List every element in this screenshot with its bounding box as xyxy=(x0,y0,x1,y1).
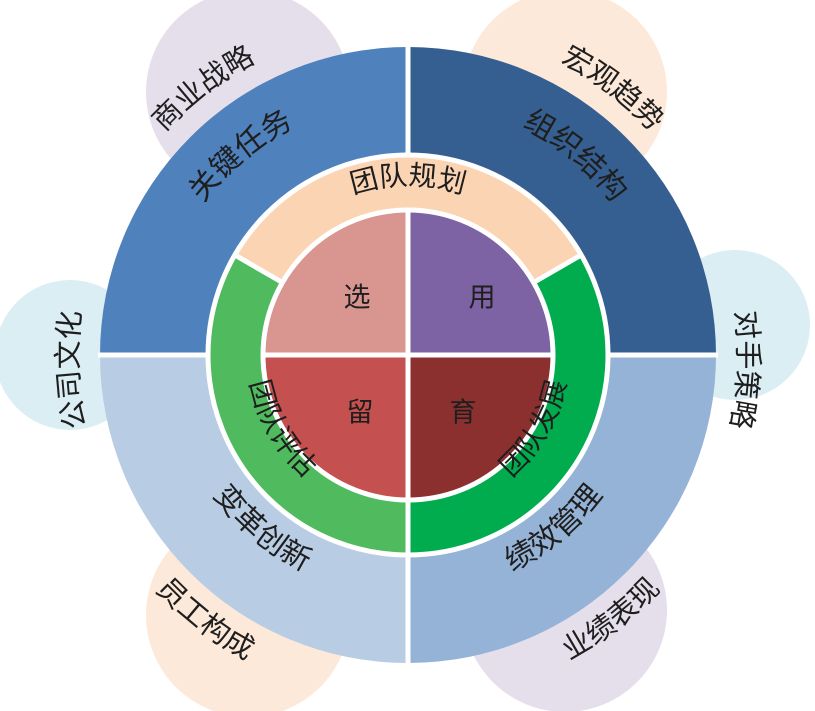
outer-segment-zuzhi-jiegou xyxy=(408,47,716,355)
separator-lines xyxy=(98,45,718,665)
center-circle xyxy=(263,210,553,500)
quadrant-label-xuan: 选 xyxy=(344,283,371,314)
quadrant-label-yu: 育 xyxy=(450,398,477,429)
quadrant-liu xyxy=(263,355,408,500)
middle-segment-tuandui-pinggu xyxy=(207,255,408,555)
separator-ring-inner xyxy=(260,207,556,503)
middle-ring xyxy=(207,154,609,555)
quadrant-yong xyxy=(408,210,553,355)
quadrant-xuan xyxy=(263,210,408,355)
separator-line xyxy=(530,252,584,286)
outer-segment-guanjian-renwu xyxy=(100,47,408,355)
outer-segment-jixiao-guanli xyxy=(408,355,716,663)
separator-line xyxy=(232,252,286,286)
quadrant-yu xyxy=(408,355,553,500)
quadrant-label-yong: 用 xyxy=(469,283,496,314)
outer-segment-biange-chuangxin xyxy=(100,355,408,663)
quadrant-label-liu: 留 xyxy=(347,398,374,429)
middle-segment-tuandui-guihua xyxy=(234,154,582,283)
outer-ring xyxy=(100,47,716,663)
middle-segment-tuandui-fazhan xyxy=(408,255,609,555)
separator-ring-outer xyxy=(205,152,611,558)
